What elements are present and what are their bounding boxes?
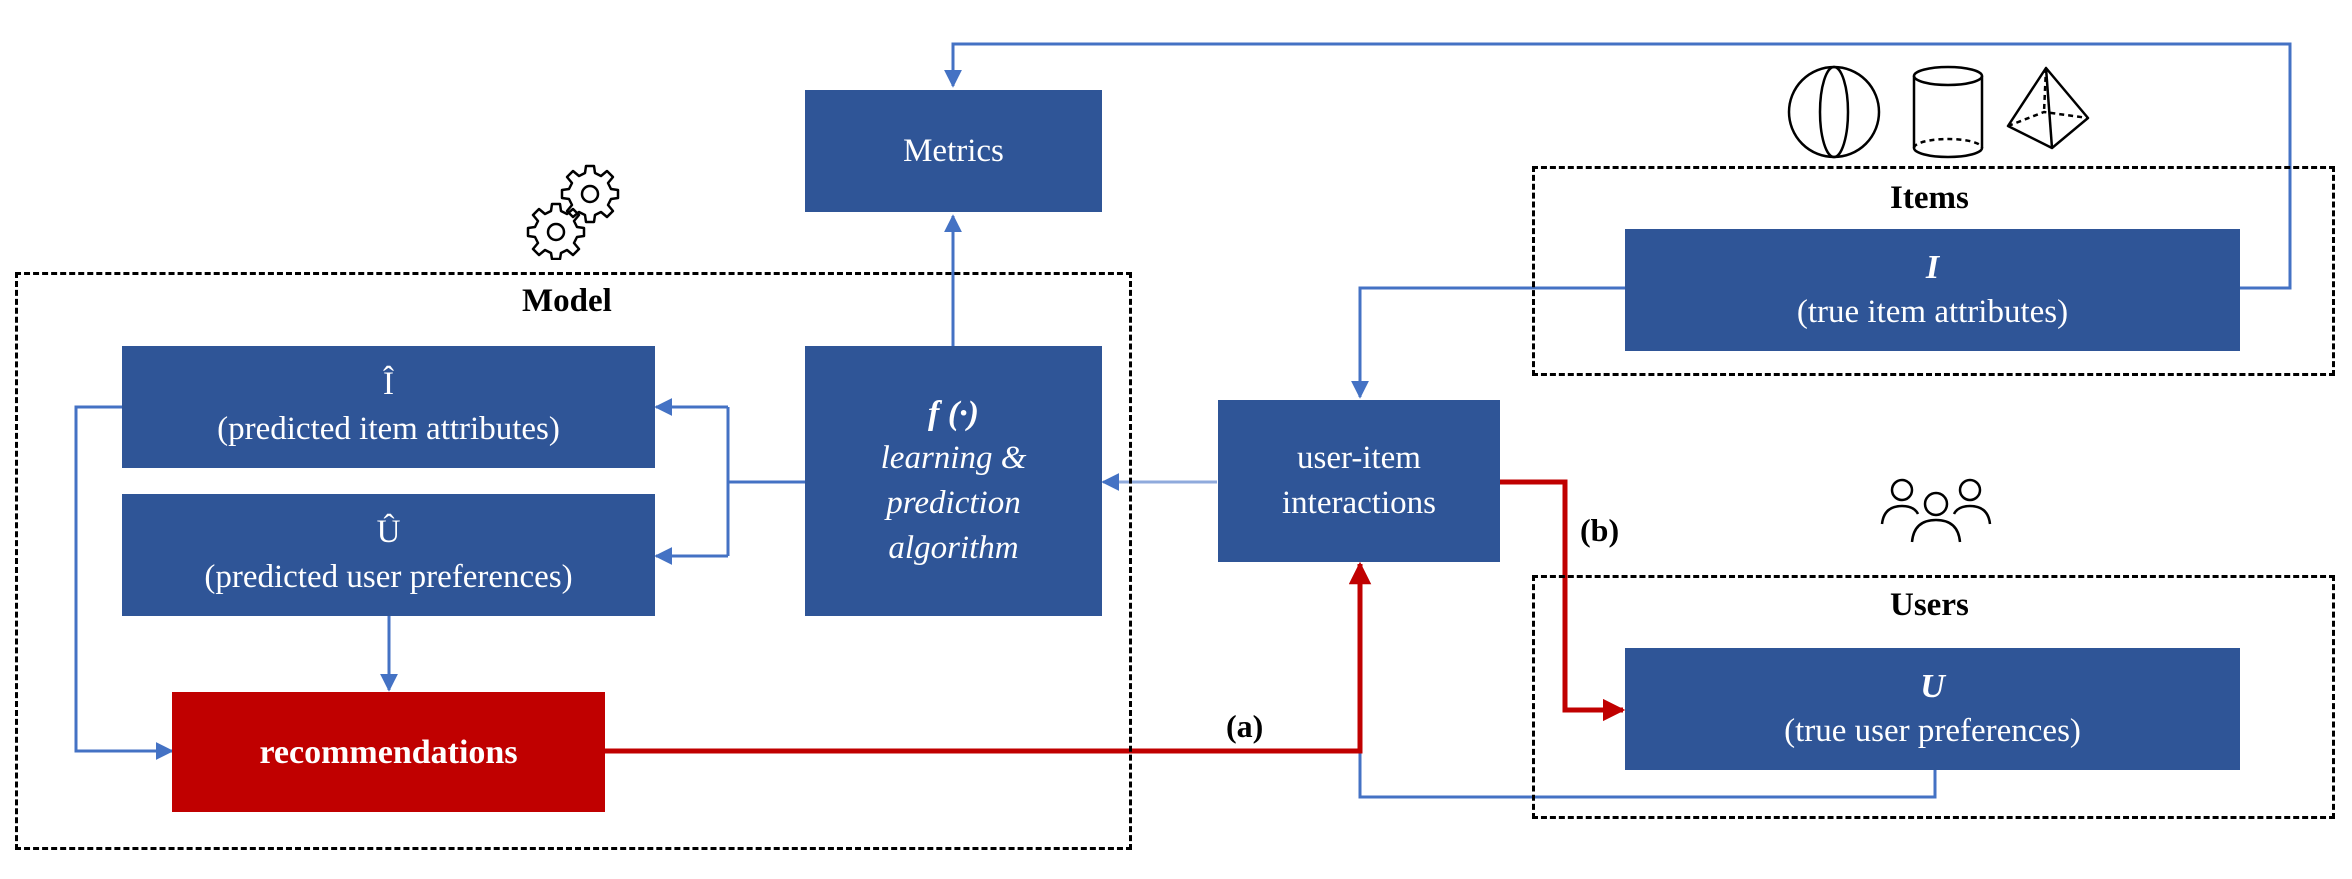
true-users-symbol: U [1920, 668, 1945, 705]
interactions-line1: user-item [1297, 440, 1421, 476]
predicted-users-label: (predicted user preferences) [204, 559, 573, 595]
metrics-node: Metrics [805, 90, 1102, 212]
user-item-interactions-node: user-item interactions [1218, 400, 1500, 562]
arrow-predicted-items-to-recommendations [74, 405, 174, 760]
predicted-items-symbol: Î [383, 366, 394, 402]
arrow-interactions-to-users [1500, 479, 1626, 722]
model-group [15, 272, 1132, 850]
true-item-attributes-node: I (true item attributes) [1625, 229, 2240, 351]
interactions-line2: interactions [1282, 485, 1436, 521]
true-user-preferences-node: U (true user preferences) [1625, 648, 2240, 770]
metrics-label: Metrics [903, 132, 1004, 169]
pyramid-icon [2006, 66, 2090, 150]
items-group-label: Items [1890, 180, 1969, 216]
arrow-items-to-metrics [944, 42, 2292, 290]
arrow-algorithm-to-predictions [726, 407, 805, 556]
learning-algorithm-node: f (·) learning & prediction algorithm [805, 346, 1102, 616]
cylinder-icon [1912, 65, 1984, 159]
users-group-icon [1880, 478, 1992, 543]
predicted-items-label: (predicted item attributes) [217, 411, 560, 447]
true-items-label: (true item attributes) [1796, 294, 2069, 330]
algorithm-line3: algorithm [888, 530, 1019, 566]
predicted-item-attributes-node: Î (predicted item attributes) [122, 346, 655, 468]
arrow-items-to-interactions [1351, 286, 1625, 399]
edge-label-b: (b) [1580, 512, 1620, 548]
algorithm-line1: learning & [880, 440, 1027, 476]
recommendations-node: recommendations [172, 692, 605, 812]
edge-label-a: (a) [1226, 708, 1264, 744]
users-group-label: Users [1890, 587, 1969, 623]
items-group [1532, 166, 2335, 376]
true-items-symbol: I [1925, 249, 1940, 286]
arrow-recommendations-to-interactions [605, 561, 1372, 754]
predicted-user-preferences-node: Û (predicted user preferences) [122, 494, 655, 616]
true-users-label: (true user preferences) [1784, 713, 2081, 749]
sphere-icon [1787, 65, 1881, 159]
model-group-label: Model [522, 283, 612, 319]
algorithm-symbol: f (·) [928, 395, 979, 432]
gears-icon [526, 164, 620, 260]
algorithm-line2: prediction [886, 485, 1021, 521]
predicted-users-symbol: Û [376, 514, 401, 550]
recommendations-label: recommendations [259, 733, 518, 771]
users-group [1532, 575, 2335, 819]
